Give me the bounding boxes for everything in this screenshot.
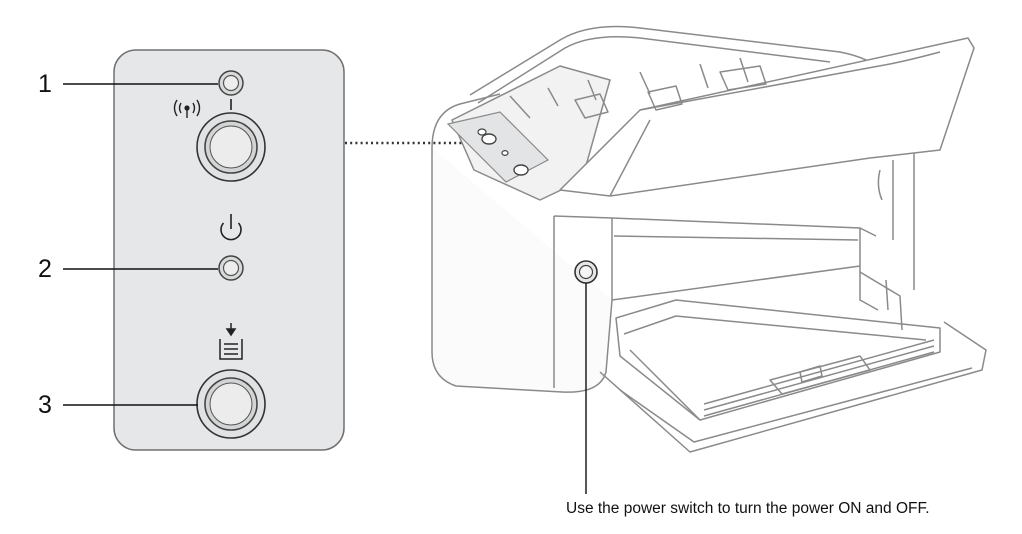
printer-illustration bbox=[431, 25, 987, 453]
callout-number-2: 2 bbox=[38, 255, 52, 283]
callout-number-1: 1 bbox=[38, 70, 52, 98]
power-switch[interactable] bbox=[574, 260, 598, 284]
power-icon bbox=[220, 214, 242, 241]
printer-panel-miniature bbox=[446, 111, 550, 183]
paper-feed-icon bbox=[219, 323, 243, 360]
wireless-button[interactable] bbox=[196, 112, 266, 182]
power-indicator-lamp bbox=[218, 255, 244, 281]
wifi-signal-icon bbox=[173, 99, 201, 118]
wireless-indicator-lamp bbox=[218, 70, 244, 96]
control-panel bbox=[113, 49, 345, 451]
power-switch-caption: Use the power switch to turn the power O… bbox=[566, 500, 930, 517]
callout-leaders bbox=[63, 83, 218, 406]
paper-feed-button[interactable] bbox=[196, 369, 266, 439]
callout-number-3: 3 bbox=[38, 391, 52, 419]
